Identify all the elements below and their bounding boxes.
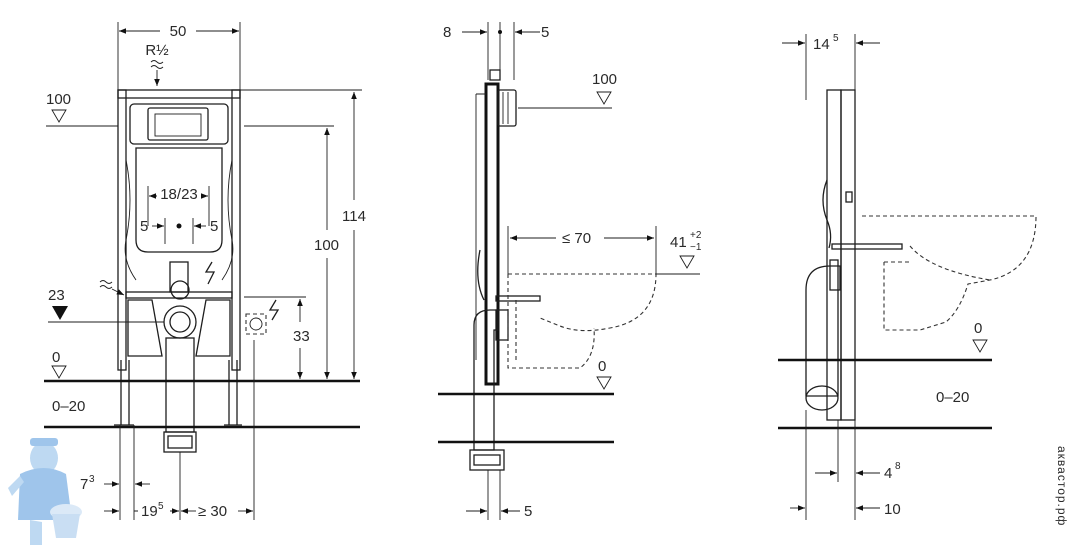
side-bolt [495, 295, 541, 302]
watermark-text: аквастор.рф [1055, 446, 1069, 526]
frame-right-post [231, 89, 241, 371]
front-bottom-7-sup: 3 [89, 474, 95, 485]
front-floor-range: 0–20 [52, 398, 85, 415]
level-23-marker [52, 306, 68, 320]
cistern [135, 147, 223, 253]
front-height-33: 33 [293, 328, 310, 345]
side-view: 8 5 100 ≤ 70 41 +2 −1 [438, 22, 702, 520]
socket-icon [245, 299, 280, 335]
side-toilet-bowl [508, 273, 657, 332]
plumber-mascot-icon [8, 438, 82, 545]
side-bowl-height: 41 [670, 234, 687, 251]
right-depth-4-sup: 8 [895, 461, 901, 472]
front-bottom-min: ≥ 30 [198, 503, 227, 520]
front-height-total: 114 [342, 208, 366, 225]
water-supply-icon [150, 60, 164, 86]
level-top-marker [51, 109, 67, 123]
right-level-0-label: 0 [974, 320, 982, 337]
frame-left-post [117, 89, 127, 371]
front-connection-label: R½ [145, 42, 169, 59]
right-depth-4: 4 [884, 465, 892, 482]
drain-connection [163, 305, 197, 339]
right-view: 14 5 0 0–20 4 8 10 [778, 33, 1037, 520]
front-view: 50 R½ [44, 22, 366, 520]
side-depth-5-top: 5 [541, 24, 549, 41]
front-offset-right: 5 [210, 218, 218, 235]
front-bottom-19: 19 [141, 503, 158, 520]
front-offset-left: 5 [140, 218, 148, 235]
side-bowl-height-plus: +2 [690, 230, 702, 241]
right-floor-range: 0–20 [936, 389, 969, 406]
side-flush-plate [497, 89, 517, 127]
front-flush-spacing: 18/23 [160, 186, 198, 203]
flush-plate [147, 107, 209, 141]
front-bottom-7: 7 [80, 476, 88, 493]
side-level-0-label: 0 [598, 358, 606, 375]
side-depth-8: 8 [443, 24, 451, 41]
side-frame [484, 82, 500, 386]
level-0-label: 0 [52, 349, 60, 366]
level-0-marker [51, 365, 67, 379]
right-depth-14: 14 [813, 36, 830, 53]
front-width-label: 50 [170, 23, 187, 40]
right-depth-14-sup: 5 [833, 33, 839, 44]
right-bolt [831, 243, 903, 250]
side-level-100-label: 100 [592, 71, 617, 88]
side-bowl-height-minus: −1 [690, 242, 702, 253]
right-toilet-bowl [862, 215, 1037, 331]
level-23-label: 23 [48, 287, 65, 304]
level-top-label: 100 [46, 91, 71, 108]
drain-pipe-end [163, 431, 197, 453]
wastewater-icon [99, 280, 125, 296]
side-depth-5-bottom: 5 [524, 503, 532, 520]
front-bottom-19-sup: 5 [158, 501, 164, 512]
side-reach-70: ≤ 70 [562, 230, 591, 247]
front-height-100: 100 [314, 237, 339, 254]
side-drain-pipe [473, 309, 499, 451]
right-frame [826, 89, 842, 421]
right-drain-pipe [805, 265, 841, 397]
electric-icon [204, 261, 216, 285]
frame-top-bar [117, 89, 241, 99]
right-depth-10: 10 [884, 501, 901, 518]
